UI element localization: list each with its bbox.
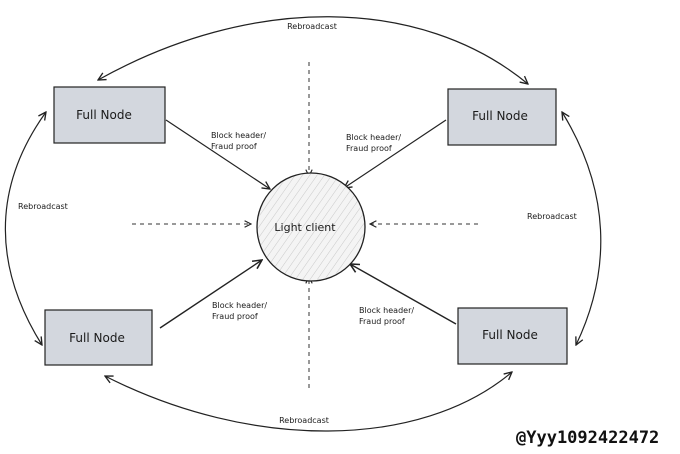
proof-arrow-bottom-right (350, 264, 457, 325)
proof-arrow-bottom-left (159, 260, 262, 329)
proof-label-tl-line2: Fraud proof (211, 142, 257, 151)
proof-label-tl-line1: Block header/ (211, 131, 266, 140)
proof-label-bl-line2: Fraud proof (212, 312, 258, 321)
watermark-handle: @Yyy1092422472 (516, 428, 659, 448)
full-node-bottom-right-label: Full Node (482, 328, 538, 342)
full-node-top-left (53, 86, 166, 144)
proof-label-tr-line2: Fraud proof (346, 144, 392, 153)
full-node-top-left-label: Full Node (76, 108, 132, 122)
proof-label-br-line1: Block header/ (359, 306, 414, 315)
rebroadcast-left-arrow (4, 112, 46, 345)
rebroadcast-bottom-arrow (105, 372, 512, 432)
full-node-top-right (447, 88, 557, 146)
proof-arrow-top-right (344, 119, 447, 188)
full-node-top-right-label: Full Node (472, 109, 528, 123)
proof-arrow-top-left (165, 119, 270, 189)
full-node-bottom-right (457, 307, 568, 365)
rebroadcast-label-top: Rebroadcast (287, 22, 337, 31)
proof-label-br-line2: Fraud proof (359, 317, 405, 326)
rebroadcast-label-right: Rebroadcast (527, 212, 577, 221)
light-client-label: Light client (274, 221, 336, 234)
rebroadcast-top-arrow (98, 16, 528, 84)
rebroadcast-label-left: Rebroadcast (18, 202, 68, 211)
full-node-bottom-left (44, 309, 153, 366)
proof-label-tr-line1: Block header/ (346, 133, 401, 142)
light-client-hatch (258, 174, 364, 280)
rebroadcast-right-arrow (562, 112, 602, 345)
rebroadcast-label-bottom: Rebroadcast (279, 416, 329, 425)
full-node-bottom-left-label: Full Node (69, 331, 125, 345)
proof-label-bl-line1: Block header/ (212, 301, 267, 310)
